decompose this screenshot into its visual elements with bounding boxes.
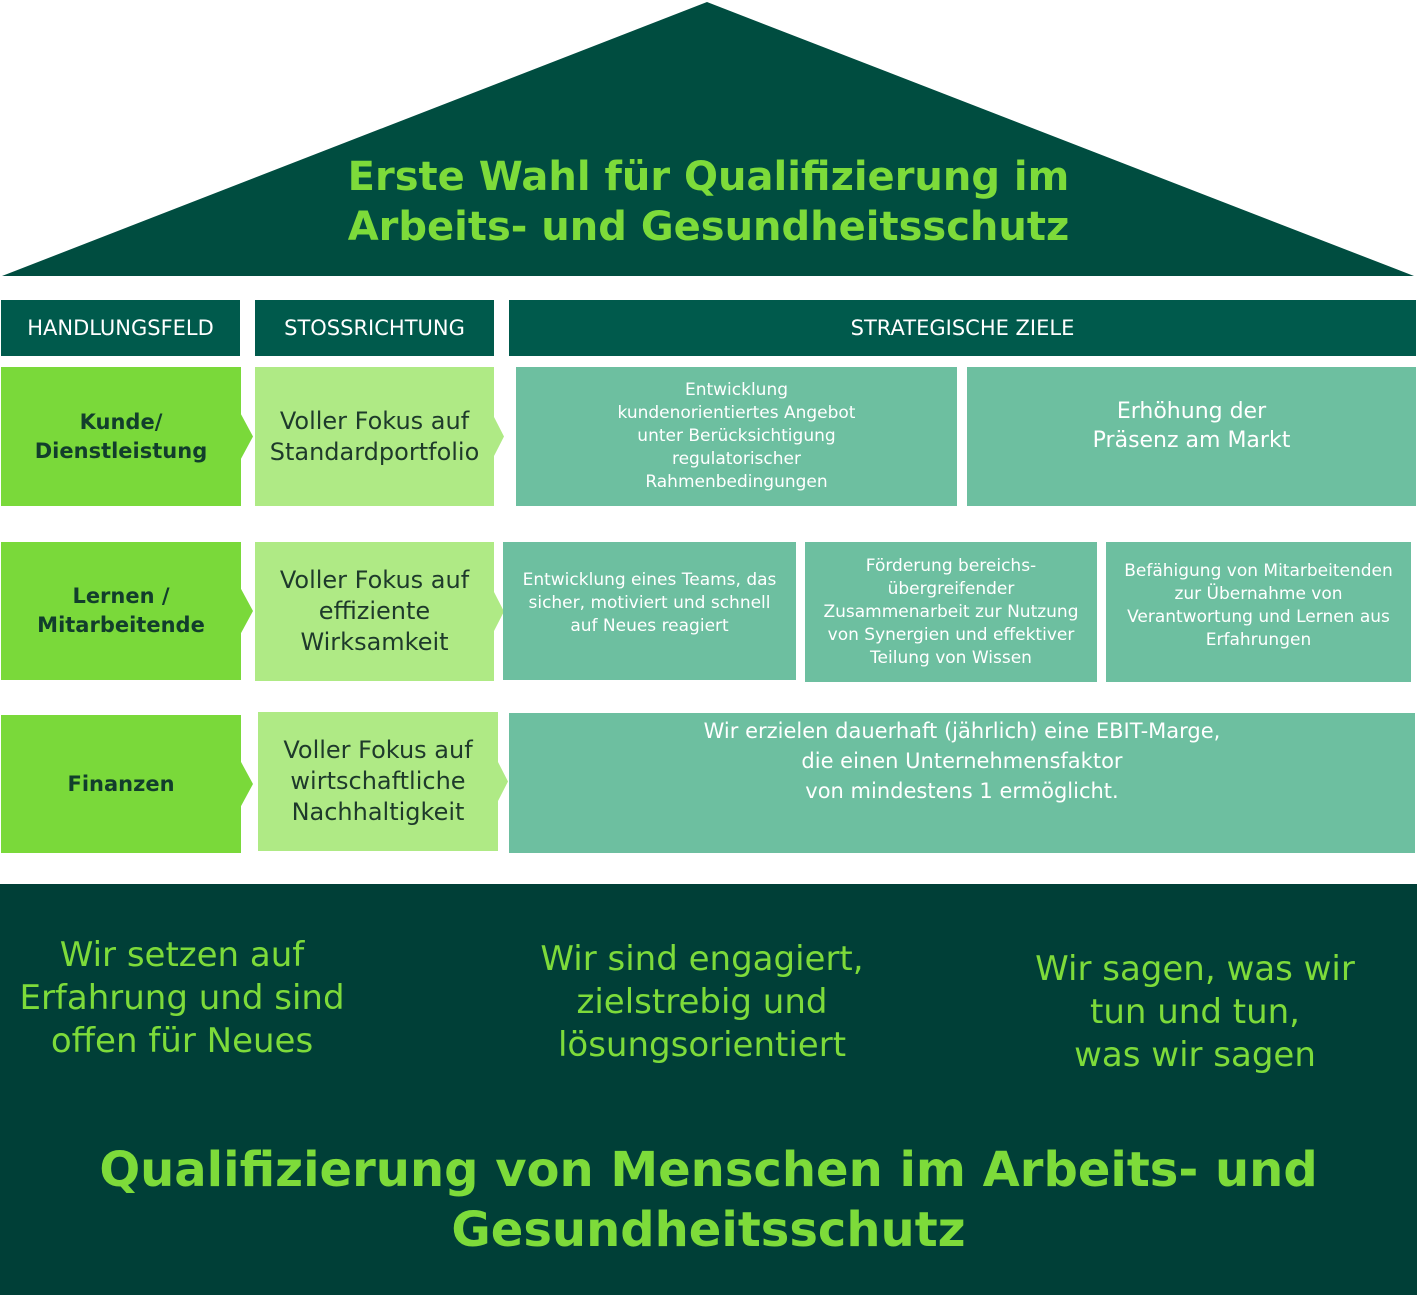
goal-line: Zusammenarbeit zur Nutzung (823, 601, 1079, 622)
header-stossrichtung: STOSSRICHTUNG (255, 300, 494, 356)
value-line: zielstrebig und (576, 982, 828, 1022)
value-line: Erfahrung und sind (19, 978, 345, 1018)
mission-title-line: Gesundheitsschutz (451, 1202, 966, 1258)
vision-title: Erste Wahl für Qualifizierung im Arbeits… (200, 152, 1217, 252)
goal-line: Entwicklung eines Teams, das (522, 569, 777, 590)
goal-line: Rahmenbedingungen (645, 472, 828, 492)
value-line: lösungsorientiert (557, 1025, 847, 1065)
goal-line: von Synergien und effektiver (827, 624, 1075, 645)
field-label-line: Lernen / (72, 584, 170, 608)
vision-title-line: Arbeits- und Gesundheitsschutz (347, 204, 1070, 250)
thrust-line: Standardportfolio (269, 437, 480, 466)
thrust-line: Voller Fokus auf (283, 736, 473, 764)
goal-line: zur Übernahme von (1174, 584, 1343, 604)
thrust-line: effiziente (318, 597, 431, 625)
thrust-line: Nachhaltigkeit (291, 798, 465, 826)
mission-title: Qualifizierung von Menschen im Arbeits- … (0, 1140, 1417, 1260)
value-engagiert: Wir sind engagiert, zielstrebig und lösu… (500, 938, 904, 1067)
goal-line: die einen Unternehmensfaktor (801, 749, 1123, 773)
vision-title-line: Erste Wahl für Qualifizierung im (347, 154, 1070, 200)
goal-team-entwicklung: Entwicklung eines Teams, das sicher, mot… (503, 542, 796, 680)
roof-shape (2, 2, 1414, 276)
goal-kundenorientiertes-angebot: Entwicklung kundenorientiertes Angebot u… (516, 367, 957, 506)
goal-line: Entwicklung (684, 380, 789, 400)
thrust-effiziente-wirksamkeit: Voller Fokus auf effiziente Wirksamkeit (255, 542, 504, 681)
thrust-line: Voller Fokus auf (279, 566, 470, 594)
value-line: tun und tun, (1090, 992, 1300, 1032)
header-handlungsfeld: HANDLUNGSFELD (1, 300, 240, 356)
field-label-line: Dienstleistung (34, 438, 208, 463)
goal-line: Erfahrungen (1205, 630, 1312, 650)
goal-ebit-marge: Wir erzielen dauerhaft (jährlich) eine E… (509, 713, 1415, 853)
value-line: offen für Neues (50, 1021, 314, 1061)
thrust-line: Voller Fokus auf (279, 406, 470, 435)
goal-line: Förderung bereichs- (865, 555, 1037, 576)
goal-befaehigung: Befähigung von Mitarbeitenden zur Überna… (1106, 542, 1411, 682)
thrust-line: Wirksamkeit (300, 628, 449, 656)
goal-line: sicher, motiviert und schnell (528, 592, 771, 613)
goal-line: regulatorischer (671, 449, 801, 469)
goal-line: Wir erzielen dauerhaft (jährlich) eine E… (703, 719, 1221, 743)
goal-line: kundenorientiertes Angebot (617, 403, 856, 423)
goal-line: Verantwortung und Lernen aus (1127, 607, 1390, 627)
value-line: Wir sind engagiert, (540, 939, 864, 979)
goal-line: Erhöhung der (1116, 398, 1267, 424)
field-finanzen: Finanzen (1, 715, 253, 853)
goal-line: Teilung von Wissen (870, 647, 1032, 668)
goal-line: unter Berücksichtigung (637, 426, 836, 446)
thrust-wirtschaftliche-nachhaltigkeit: Voller Fokus auf wirtschaftliche Nachhal… (258, 712, 508, 851)
goal-line: von mindestens 1 ermöglicht. (805, 779, 1119, 803)
goal-line: auf Neues reagiert (570, 615, 729, 636)
value-line: Wir sagen, was wir (1035, 949, 1355, 989)
header-strategische-ziele: STRATEGISCHE ZIELE (509, 300, 1416, 356)
mission-title-line: Qualifizierung von Menschen im Arbeits- … (99, 1142, 1318, 1198)
goal-praesenz-am-markt: Erhöhung der Präsenz am Markt (967, 367, 1416, 506)
field-label-line: Finanzen (67, 771, 175, 796)
field-kunde-dienstleistung: Kunde/ Dienstleistung (1, 367, 253, 506)
value-erfahrung: Wir setzen auf Erfahrung und sind offen … (0, 934, 364, 1063)
value-line: was wir sagen (1074, 1035, 1316, 1075)
thrust-standardportfolio: Voller Fokus auf Standardportfolio (255, 367, 504, 506)
field-lernen-mitarbeitende: Lernen / Mitarbeitende (1, 542, 253, 680)
value-wir-sagen: Wir sagen, was wir tun und tun, was wir … (1000, 948, 1390, 1077)
goal-line: Befähigung von Mitarbeitenden (1124, 561, 1393, 581)
field-label-line: Kunde/ (79, 409, 163, 434)
field-label-line: Mitarbeitende (37, 613, 205, 637)
foundation-block (0, 884, 1417, 1295)
value-line: Wir setzen auf (59, 935, 305, 975)
goal-zusammenarbeit: Förderung bereichs- übergreifender Zusam… (805, 542, 1097, 682)
goal-line: Präsenz am Markt (1092, 427, 1291, 453)
thrust-line: wirtschaftliche (290, 767, 466, 795)
goal-line: übergreifender (887, 578, 1015, 599)
